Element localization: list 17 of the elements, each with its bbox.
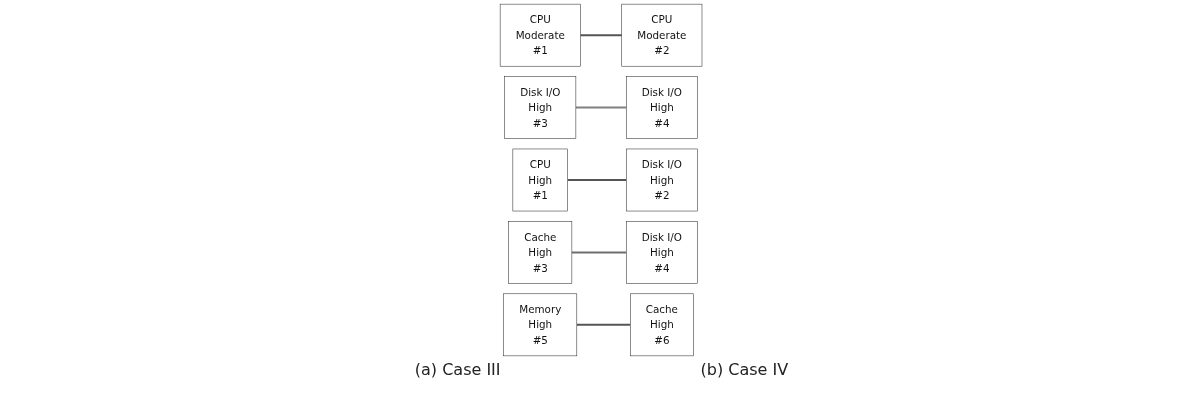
connector [580,34,623,37]
node-box: Disk I/O High #3 [504,76,577,139]
node-box: CPU Moderate #1 [500,3,582,67]
connector [572,251,627,254]
node-box: Disk I/O High #4 [626,221,699,284]
node-box: CPU High #1 [513,148,569,212]
connector [568,178,627,182]
node-box: Cache High #6 [630,293,695,357]
connector [576,106,627,109]
panel-caption: (a) Case III [414,360,501,379]
node-box: Memory High #5 [503,293,578,357]
node-box: Disk I/O High #4 [626,76,699,139]
node-box: CPU Moderate #2 [621,3,703,67]
panel-caption: (b) Case IV [700,360,789,379]
node-box: Disk I/O High #2 [626,148,699,212]
connector [577,323,631,326]
node-box: Cache High #3 [508,221,573,284]
